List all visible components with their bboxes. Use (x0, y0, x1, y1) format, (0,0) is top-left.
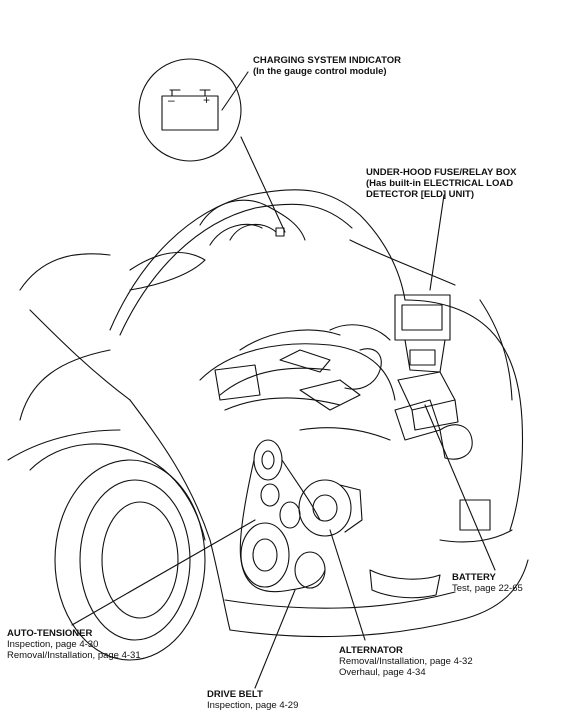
charging-indicator-sub: (In the gauge control module) (253, 66, 387, 77)
hood (109, 189, 406, 336)
fuse-box-label: UNDER-HOOD FUSE/RELAY BOX (Has built-in … (366, 167, 516, 200)
drive-belt-line1: Inspection, page 4-29 (207, 700, 299, 711)
auto-tensioner-label: AUTO-TENSIONER Inspection, page 4-30 Rem… (7, 628, 141, 661)
auto-tensioner-line2: Removal/Installation, page 4-31 (7, 650, 141, 661)
battery-line1: Test, page 22-65 (452, 583, 523, 594)
battery (397, 371, 496, 571)
alternator-line2: Overhaul, page 4-34 (339, 667, 426, 678)
auto-tensioner-title: AUTO-TENSIONER (7, 628, 93, 639)
drive-belt-title: DRIVE BELT (207, 689, 263, 700)
drive-belt-label: DRIVE BELT Inspection, page 4-29 (207, 689, 298, 711)
fuse-box-line1: UNDER-HOOD FUSE/RELAY BOX (366, 167, 517, 178)
auto-tensioner-line1: Inspection, page 4-30 (7, 639, 99, 650)
fuse-box-line3: DETECTOR [ELD] UNIT) (366, 189, 475, 200)
front-wheel (29, 443, 206, 661)
fuse-relay-box (394, 194, 451, 373)
charging-indicator-callout (138, 58, 286, 233)
car-body (7, 239, 529, 638)
battery-plus-sign: + (203, 93, 211, 107)
alternator-title: ALTERNATOR (339, 645, 403, 656)
battery-label: BATTERY Test, page 22-65 (452, 572, 523, 594)
battery-title: BATTERY (452, 572, 496, 583)
battery-minus-sign: – (168, 93, 175, 107)
belt-drive (239, 439, 363, 593)
leader-lines (71, 519, 366, 689)
battery-symbol-icon (161, 95, 219, 131)
charging-indicator-title: CHARGING SYSTEM INDICATOR (253, 55, 401, 66)
fuse-box-line2: (Has built-in ELECTRICAL LOAD (366, 178, 514, 189)
alternator-label: ALTERNATOR Removal/Installation, page 4-… (339, 645, 473, 678)
engine (199, 324, 441, 441)
charging-indicator-label: CHARGING SYSTEM INDICATOR (In the gauge … (253, 55, 401, 77)
alternator-line1: Removal/Installation, page 4-32 (339, 656, 473, 667)
